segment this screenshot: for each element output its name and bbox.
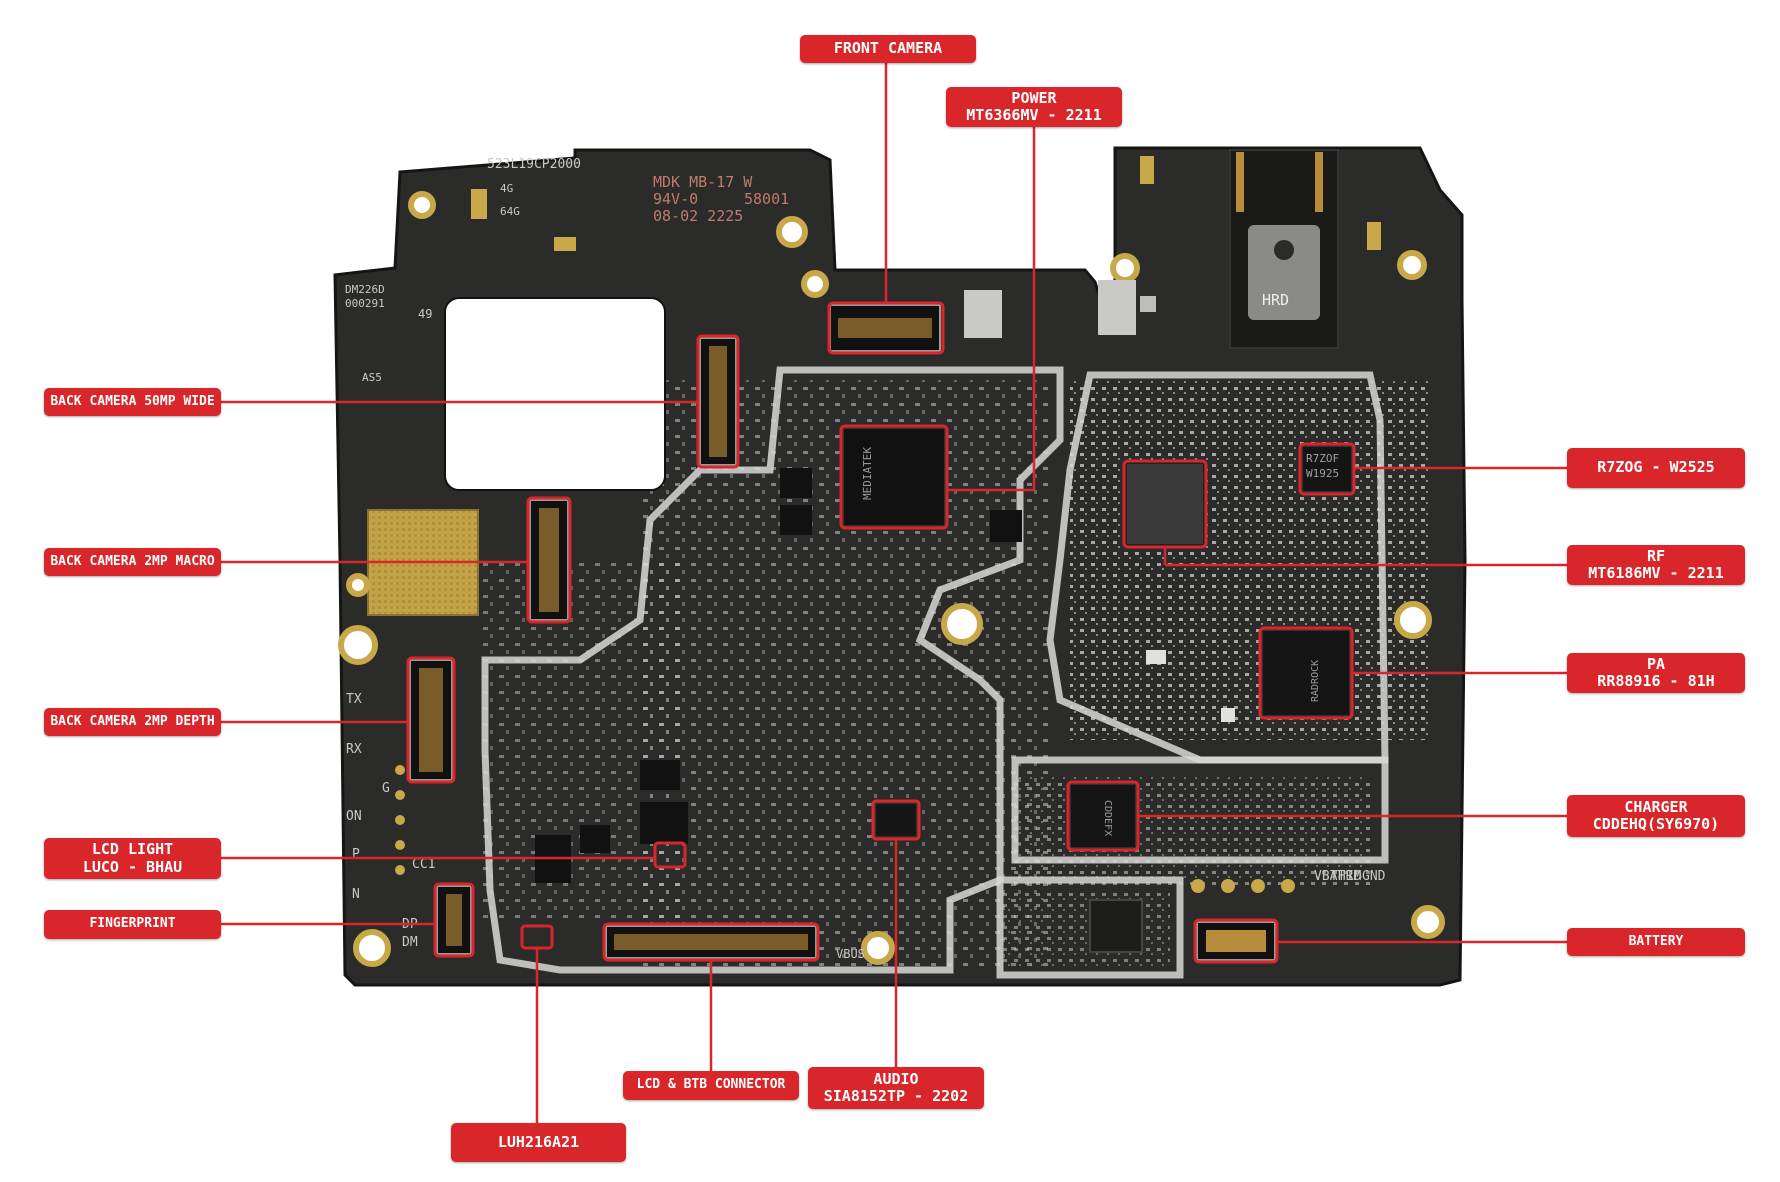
highlight-audio	[871, 799, 921, 841]
highlight-lcd-light	[653, 841, 687, 869]
highlight-pa	[1258, 626, 1354, 720]
callout-battery: BATTERY	[1567, 928, 1745, 956]
svg-text:94V-0: 94V-0	[653, 190, 698, 208]
highlight-power	[839, 424, 949, 530]
callout-line: BACK CAMERA 2MP MACRO	[50, 553, 215, 569]
highlight-r7zog	[1298, 442, 1356, 496]
svg-text:MEDIATEK: MEDIATEK	[861, 447, 874, 500]
svg-text:TX: TX	[346, 692, 362, 707]
callout-line: R7ZOG - W2525	[1597, 458, 1715, 477]
svg-text:ON: ON	[346, 809, 362, 824]
callout-line: POWER	[1011, 88, 1057, 107]
callout-line: PA	[1646, 654, 1666, 673]
svg-text:THRM: THRM	[1330, 869, 1361, 884]
highlight-back-camera-50mp	[696, 334, 740, 469]
highlight-back-camera-macro	[526, 496, 572, 624]
callout-front-camera: FRONT CAMERA	[800, 35, 976, 63]
callout-line: LCD LIGHT	[91, 840, 174, 859]
svg-text:R7ZOF: R7ZOF	[1306, 452, 1339, 465]
svg-text:08-02 2225: 08-02 2225	[653, 207, 743, 225]
callout-line: MT6186MV - 2211	[1588, 564, 1724, 582]
svg-text:DM226D: DM226D	[345, 283, 385, 296]
callout-line: FINGERPRINT	[89, 916, 176, 932]
callout-lcd-btb: LCD & BTB CONNECTOR	[623, 1071, 799, 1100]
svg-text:AS5: AS5	[362, 371, 382, 384]
callout-audio: AUDIO SIA8152TP - 2202	[808, 1067, 984, 1109]
highlight-rf	[1122, 459, 1208, 549]
svg-text:RADROCK: RADROCK	[1310, 660, 1321, 702]
callout-line: LUCO - BHAU	[82, 857, 183, 876]
svg-text:CC1: CC1	[412, 857, 435, 872]
svg-text:VBUS: VBUS	[836, 947, 865, 961]
svg-text:49: 49	[418, 307, 432, 321]
callout-back-camera-macro: BACK CAMERA 2MP MACRO	[44, 548, 221, 576]
callout-lcd-light: LCD LIGHT LUCO - BHAU	[44, 838, 221, 879]
svg-text:523L19CP2000: 523L19CP2000	[487, 157, 581, 172]
highlight-fingerprint	[433, 882, 475, 958]
svg-text:G: G	[382, 781, 390, 796]
callout-charger: CHARGER CDDEHQ(SY6970)	[1567, 795, 1745, 837]
highlight-battery	[1193, 918, 1279, 964]
callout-back-camera-depth: BACK CAMERA 2MP DEPTH	[44, 708, 221, 736]
callout-line: CDDEHQ(SY6970)	[1592, 815, 1720, 833]
callout-power: POWER MT6366MV - 2211	[946, 87, 1122, 127]
callout-luh: LUH216A21	[451, 1123, 626, 1162]
callout-r7zog: R7ZOG - W2525	[1567, 448, 1745, 488]
callout-line: MT6366MV - 2211	[966, 106, 1102, 124]
svg-text:W1925: W1925	[1306, 467, 1339, 480]
highlight-back-camera-depth	[406, 656, 456, 784]
svg-text:CDDEFX: CDDEFX	[1102, 800, 1113, 836]
callout-line: FRONT CAMERA	[833, 39, 943, 58]
highlight-luh	[520, 924, 554, 950]
svg-text:N: N	[352, 887, 360, 902]
callout-line: CHARGER	[1624, 797, 1688, 816]
callout-rf: RF MT6186MV - 2211	[1567, 545, 1745, 585]
svg-text:P: P	[352, 847, 360, 862]
callout-line: BACK CAMERA 2MP DEPTH	[50, 713, 215, 729]
highlight-front-camera	[827, 301, 945, 355]
svg-text:RX: RX	[346, 742, 362, 757]
callout-fingerprint: FINGERPRINT	[44, 910, 221, 939]
callout-line: RF	[1646, 546, 1666, 565]
highlight-charger	[1066, 780, 1140, 852]
callout-line: LUH216A21	[497, 1132, 580, 1151]
callout-line: LCD & BTB CONNECTOR	[636, 1077, 786, 1093]
svg-text:000291: 000291	[345, 297, 385, 310]
callout-line: BATTERY	[1628, 933, 1684, 949]
callout-line: BACK CAMERA 50MP WIDE	[50, 393, 215, 409]
svg-text:4G: 4G	[500, 182, 513, 195]
svg-text:DM: DM	[402, 935, 418, 950]
callout-back-camera-50mp: BACK CAMERA 50MP WIDE	[44, 388, 221, 416]
callout-line: SIA8152TP - 2202	[823, 1087, 969, 1105]
callout-line: RR88916 - 81H	[1597, 672, 1715, 690]
svg-text:58001: 58001	[744, 190, 789, 208]
callout-pa: PA RR88916 - 81H	[1567, 653, 1745, 693]
svg-text:MDK MB-17 W: MDK MB-17 W	[653, 173, 753, 191]
svg-text:VBAT: VBAT	[1314, 869, 1345, 884]
highlight-lcd-btb	[602, 922, 820, 962]
svg-text:ID: ID	[1346, 869, 1362, 884]
svg-text:GND: GND	[1362, 869, 1386, 884]
svg-text:HRD: HRD	[1262, 291, 1289, 309]
callout-line: AUDIO	[873, 1069, 919, 1088]
svg-text:64G: 64G	[500, 205, 520, 218]
